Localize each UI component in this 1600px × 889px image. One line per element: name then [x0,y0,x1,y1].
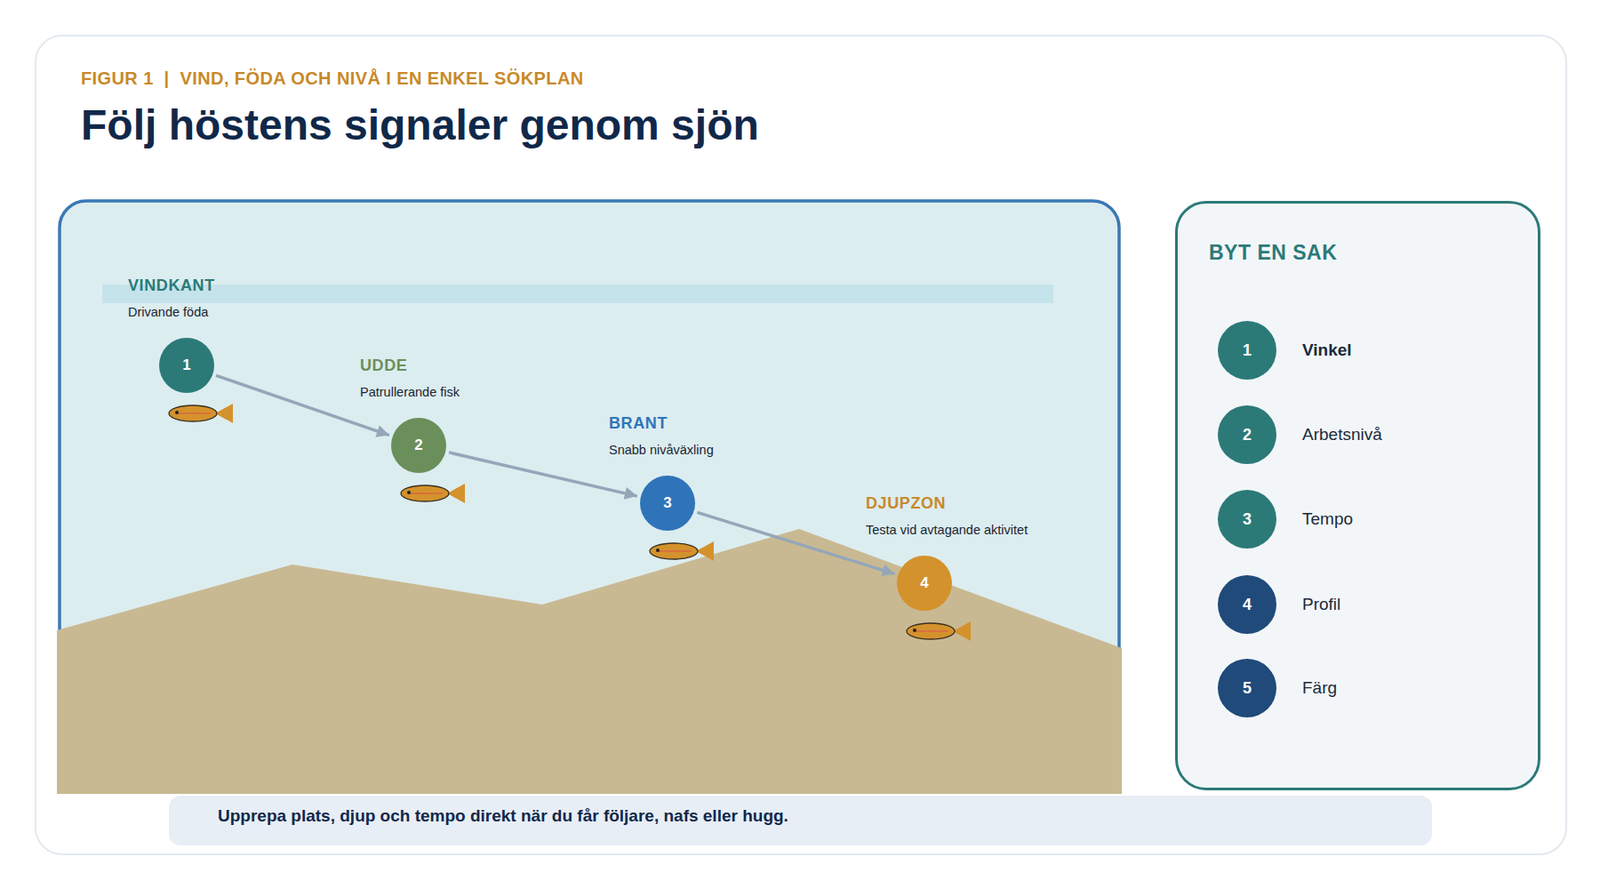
fish-stripe [912,630,949,632]
fish-tail [215,403,233,424]
fish-stripe [656,550,692,552]
step-number: 2 [1217,405,1277,464]
flow-arrow [696,512,895,574]
fish-body [168,405,217,422]
step-number: 4 [896,555,952,611]
fish-tail [952,621,971,641]
zone-description: Drivande föda [128,304,208,320]
option-circle: 3Tempo [1217,489,1277,549]
panel-heading: BYT EN SAK [1208,240,1337,265]
note-text: Upprepa plats, djup och tempo direkt när… [217,805,789,827]
step-number: 3 [640,475,696,531]
change-panel: BYT EN SAK1Vinkel2Arbetsnivå3Tempo4Profi… [1175,200,1541,791]
fish-tail [447,483,465,504]
stage-circle: BRANTSnabb nivåväxling3 [640,475,696,531]
figure-label: FIGUR 1 | VIND, FÖDA OCH NIVÅ I EN ENKEL… [80,67,584,89]
step-number: 2 [391,417,447,473]
figure-title: Följ höstens signaler genom sjön [80,99,760,152]
step-number: 1 [1217,320,1277,380]
option-circle: 4Profil [1217,575,1277,634]
option-label: Vinkel [1302,339,1352,361]
zone-heading: DJUPZON [865,493,946,513]
stage-circle: DJUPZONTesta vid avtagande aktivitet4 [896,555,952,611]
wind-edge-band [102,284,1054,304]
fish-symbol [168,403,233,424]
flow-arrow [448,452,638,496]
option-circle: 1Vinkel [1217,320,1277,380]
fish-eye [175,410,179,415]
stage-circle: UDDEPatrullerande fisk2 [391,417,447,473]
option-label: Tempo [1302,508,1353,530]
fish-stripe [407,492,443,494]
figure-card [35,35,1567,855]
zone-description: Testa vid avtagande aktivitet [865,521,1028,538]
option-label: Profil [1302,593,1341,616]
fish-body [400,485,449,502]
fish-eye [912,628,917,632]
option-circle: 5Färg [1217,658,1277,718]
lake-bottom [56,528,1122,794]
fish-stripe [175,412,211,414]
fish-body [906,623,955,640]
option-circle: 2Arbetsnivå [1217,405,1277,464]
zone-heading: BRANT [608,413,668,433]
zone-description: Patrullerande fisk [360,384,460,400]
step-number: 5 [1217,658,1277,718]
flow-arrow [216,375,390,435]
fish-tail [696,541,714,561]
step-number: 3 [1217,489,1277,549]
fish-eye [407,490,411,495]
zone-heading: VINDKANT [128,275,216,296]
fish-symbol [906,621,971,641]
step-number: 4 [1217,575,1277,634]
fish-body [649,543,698,560]
option-label: Arbetsnivå [1302,424,1383,446]
fish-symbol [649,541,714,561]
note-banner [168,795,1432,846]
option-label: Färg [1302,677,1337,699]
zone-description: Snabb nivåväxling [608,441,714,458]
zone-heading: UDDE [360,355,408,376]
stage-circle: VINDKANTDrivande föda1 [159,337,215,393]
fish-eye [656,548,660,552]
fish-symbol [400,483,465,504]
step-number: 1 [159,337,215,393]
